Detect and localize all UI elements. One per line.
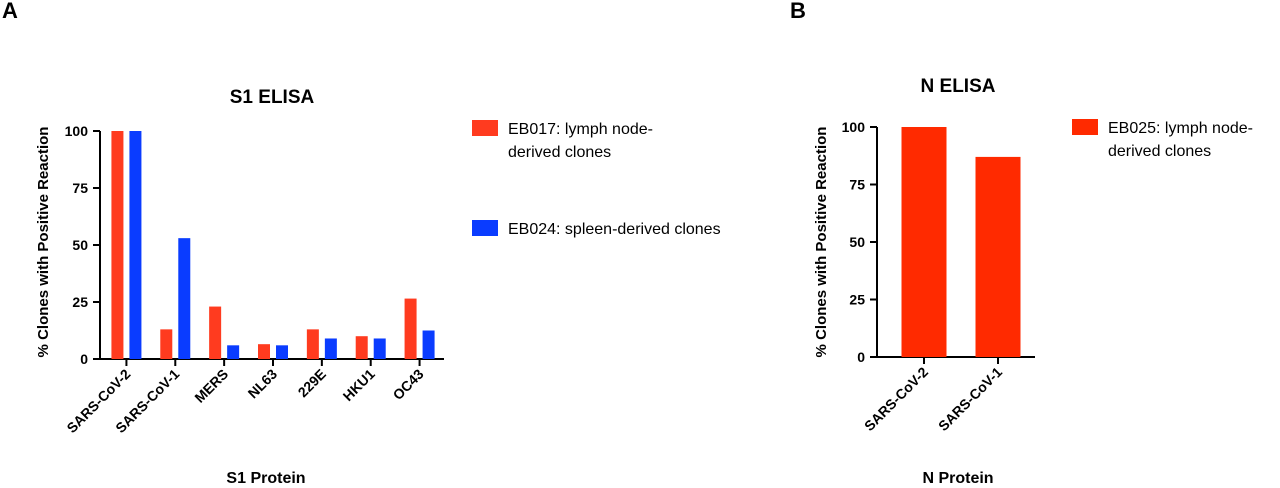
s1-bar [373, 338, 386, 359]
n-bar [975, 156, 1021, 357]
legend-label-eb024: EB024: spleen-derived clones [508, 221, 721, 238]
s1-bar [258, 344, 270, 359]
n-x-tick-label: SARS-CoV-1 [935, 364, 1005, 434]
s1-bar [404, 298, 417, 359]
n-chart-title: N ELISA [921, 76, 996, 97]
s1-bar [129, 131, 142, 359]
s1-y-tick-label: 0 [80, 351, 88, 367]
n-y-tick-label: 50 [849, 234, 865, 250]
legend-swatch-eb025 [1072, 119, 1098, 135]
n-bar [901, 127, 947, 357]
s1-x-tick-label: OC43 [390, 366, 427, 403]
s1-y-axis-label: % Clones with Positive Reaction [35, 127, 52, 358]
panel-letter-a: A [2, 0, 18, 23]
n-legend: EB025: lymph node- derived clones [1072, 119, 1253, 160]
n-elisa-chart: N ELISA % Clones with Positive Reaction … [813, 76, 1253, 487]
s1-bar [227, 345, 240, 359]
n-x-axis-label: N Protein [922, 470, 993, 487]
panel-letter-b: B [790, 0, 806, 23]
s1-x-tick-label: 229E [295, 366, 329, 400]
n-y-tick-label: 0 [857, 349, 865, 365]
s1-y-tick-label: 100 [65, 123, 89, 139]
legend-label-eb017-line1: EB017: lymph node- [508, 121, 653, 138]
legend-swatch-eb024 [472, 220, 498, 236]
s1-x-tick-label: NL63 [245, 366, 281, 402]
s1-bar [209, 306, 222, 359]
legend-label-eb017-line2: derived clones [508, 144, 611, 161]
legend-label-eb025-line2: derived clones [1108, 143, 1211, 160]
s1-y-tick-label: 50 [72, 237, 88, 253]
s1-bar [160, 329, 173, 359]
s1-bar [111, 131, 124, 359]
s1-elisa-chart: S1 ELISA % Clones with Positive Reaction… [35, 87, 721, 487]
s1-bar [178, 238, 191, 359]
legend-label-eb025-line1: EB025: lymph node- [1108, 120, 1253, 137]
s1-x-axis-label: S1 Protein [226, 470, 305, 487]
s1-bar [422, 330, 435, 359]
n-y-tick-label: 75 [849, 177, 865, 193]
s1-chart-title: S1 ELISA [230, 87, 315, 108]
s1-legend: EB017: lymph node- derived clones EB024:… [472, 120, 721, 238]
s1-bar [306, 329, 319, 359]
n-y-tick-label: 25 [849, 292, 865, 308]
n-y-tick-label: 100 [842, 119, 866, 135]
legend-swatch-eb017 [472, 120, 498, 136]
s1-x-tick-label: HKU1 [340, 366, 378, 404]
s1-y-tick-label: 75 [72, 180, 88, 196]
s1-bar [324, 338, 337, 359]
n-y-axis-label: % Clones with Positive Reaction [813, 127, 830, 358]
n-x-tick-label: SARS-CoV-2 [861, 364, 931, 434]
s1-bar [355, 336, 368, 359]
s1-y-tick-label: 25 [72, 294, 88, 310]
s1-x-tick-label: MERS [191, 366, 231, 406]
s1-bar [276, 345, 288, 359]
